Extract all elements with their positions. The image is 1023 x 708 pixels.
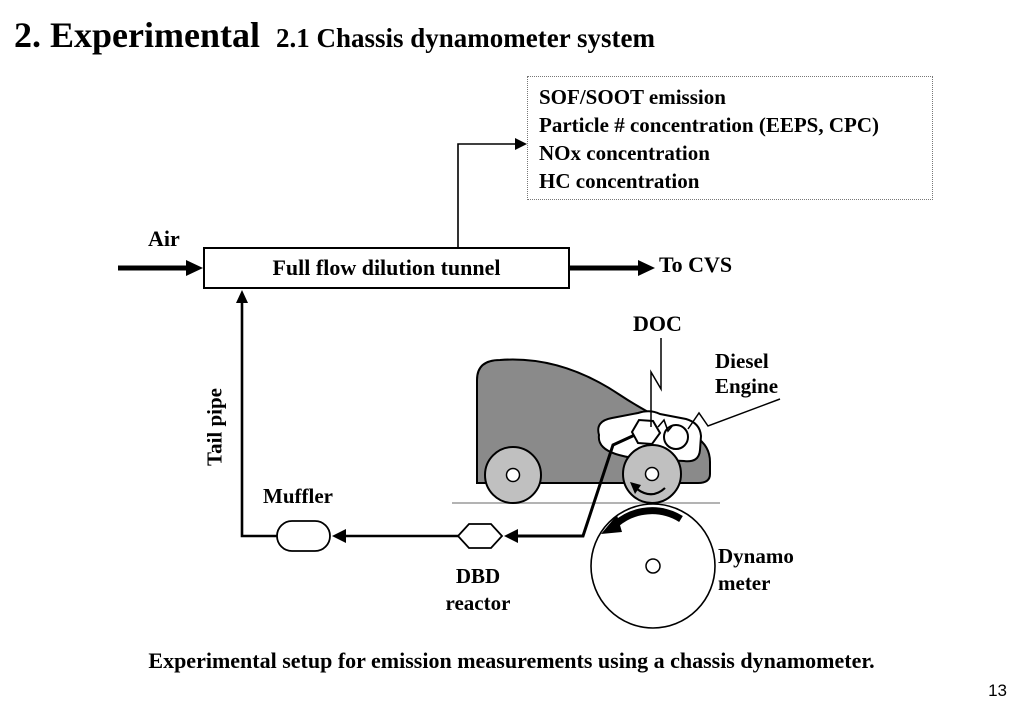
measurement-list-box: SOF/SOOT emission Particle # concentrati… — [527, 76, 933, 200]
page-subtitle: 2.1 Chassis dynamometer system — [275, 23, 655, 53]
measurement-line: Particle # concentration (EEPS, CPC) — [539, 113, 880, 137]
measurement-line: HC concentration — [539, 169, 700, 193]
dilution-tunnel-box: Full flow dilution tunnel — [203, 247, 570, 289]
dynamometer-rotation-arrowhead-icon — [601, 515, 622, 534]
to-cvs-flow-arrow — [570, 260, 655, 276]
dbd-to-muffler-line — [332, 529, 458, 543]
dbd-reactor-label: DBD reactor — [445, 564, 511, 615]
tail-pipe-label: Tail pipe — [202, 387, 227, 467]
measurement-line: SOF/SOOT emission — [539, 85, 726, 109]
front-wheel-hub — [644, 466, 660, 482]
tail-pipe-line — [236, 290, 279, 538]
measurement-line: NOx concentration — [539, 141, 710, 165]
dynamometer-rotation-arrow — [613, 507, 683, 527]
doc-label: DOC — [633, 311, 682, 336]
dbd-reactor-shape — [456, 523, 504, 549]
air-flow-arrow — [118, 260, 203, 276]
slide-caption: Experimental setup for emission measurem… — [148, 648, 875, 673]
rear-wheel-hub — [505, 467, 521, 483]
page-title: 2. Experimental — [14, 15, 260, 55]
air-label: Air — [148, 226, 180, 251]
to-cvs-label: To CVS — [659, 252, 733, 277]
wheel-rotation-arrowhead-icon — [630, 482, 641, 494]
dynamometer-hub — [645, 558, 661, 574]
wheel-rotation-arrow — [636, 487, 666, 496]
doc-leader-line — [650, 338, 662, 427]
page-number: 13 — [988, 681, 1007, 700]
dynamometer-label: Dynamo meter — [718, 544, 794, 595]
dilution-tunnel-label: Full flow dilution tunnel — [272, 255, 501, 280]
exhaust-pipe-line — [516, 432, 638, 538]
muffler-label: Muffler — [263, 484, 333, 508]
engine-shape — [663, 424, 689, 450]
tunnel-to-measurement-connector — [457, 138, 527, 247]
muffler-shape — [276, 520, 331, 552]
diesel-engine-leader-line — [687, 398, 781, 430]
doc-shape — [630, 418, 662, 446]
doc-engine-connector — [657, 418, 674, 433]
exhaust-into-dbd-arrowhead-icon — [504, 529, 518, 543]
slide-header: 2. Experimental 2.1 Chassis dynamometer … — [14, 14, 655, 56]
diesel-engine-label: Diesel Engine — [715, 349, 779, 398]
